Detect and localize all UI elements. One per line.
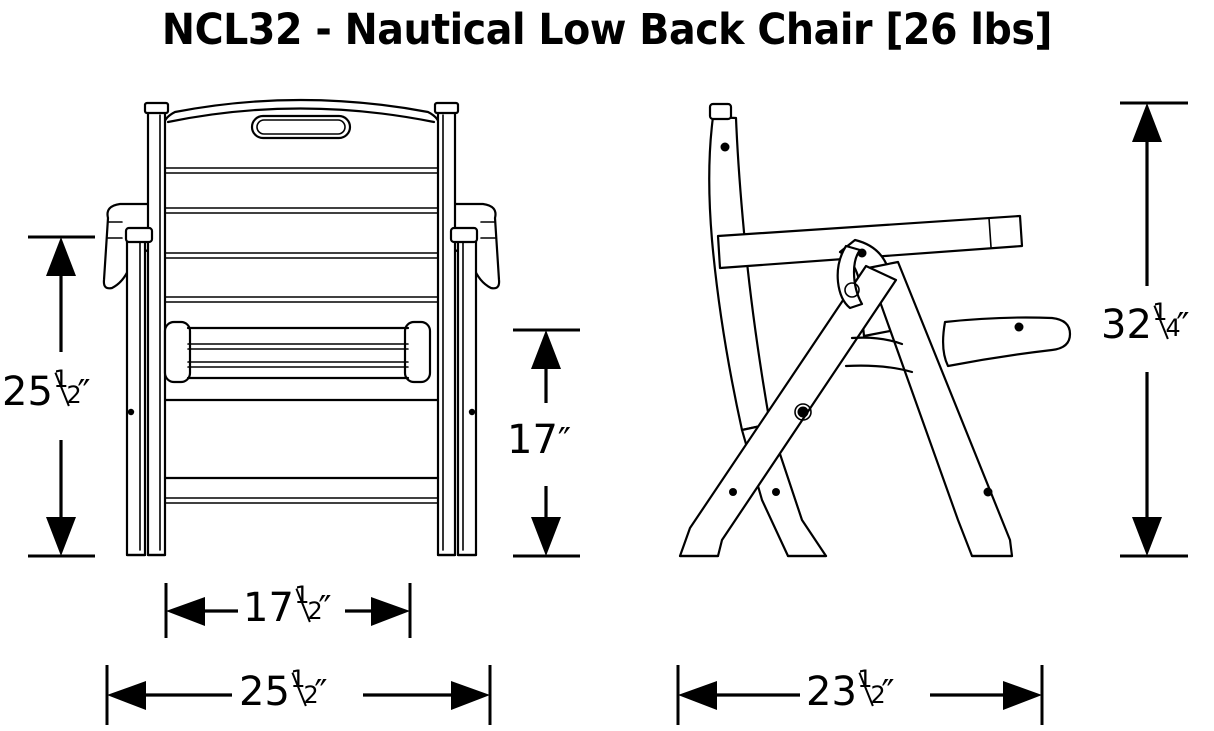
front-left-leg-pivot — [127, 408, 135, 416]
front-seat-right-cap — [403, 320, 432, 384]
side-front-leg-bolt — [983, 487, 993, 497]
front-right-leg — [456, 230, 478, 557]
side-arm-rail — [716, 214, 1024, 270]
side-back-leg-bolt — [772, 488, 780, 496]
side-back-post-bolt — [720, 142, 730, 152]
side-arm-support-bolt — [1014, 322, 1024, 332]
front-right-back-post — [436, 105, 457, 557]
front-back-panel — [161, 98, 442, 402]
carry-handle-slot-inner — [256, 119, 346, 135]
side-rear-leg-bolt-low — [729, 488, 737, 496]
dimension-label-seat-height: 17″ — [507, 417, 571, 463]
front-view-chair — [102, 98, 501, 557]
dimension-overall-height — [1120, 101, 1188, 558]
front-lower-stretcher — [163, 476, 440, 504]
dimension-seat-height — [513, 328, 580, 558]
side-arm-support — [941, 316, 1072, 368]
side-view-chair — [678, 102, 1072, 558]
dimension-front-height — [28, 235, 95, 558]
dimension-overall-depth — [676, 665, 1044, 725]
back-panel-arc-top — [166, 107, 436, 124]
front-seat-left-cap — [163, 320, 192, 384]
front-seat-rails — [186, 326, 410, 380]
carry-handle-slot — [250, 114, 352, 140]
front-left-back-post — [146, 105, 167, 557]
back-slat-lines — [165, 167, 438, 303]
side-back-post-cap — [708, 102, 733, 121]
front-right-leg-pivot — [468, 408, 476, 416]
front-right-leg-bracket — [449, 226, 479, 244]
page-title: NCL32 - Nautical Low Back Chair [26 lbs] — [161, 5, 1053, 55]
side-seat-slats — [844, 336, 914, 374]
side-rear-leg-bolt — [797, 406, 809, 418]
front-right-back-post-cap — [433, 101, 460, 115]
front-left-back-post-cap — [143, 101, 170, 115]
dimension-overall-width — [105, 665, 492, 725]
front-left-leg-bracket — [124, 226, 154, 244]
side-front-leg — [866, 260, 1014, 558]
dimension-seat-width — [164, 583, 412, 638]
side-back-post — [708, 115, 772, 432]
side-hinge-detail — [836, 244, 864, 310]
front-left-leg — [125, 230, 147, 557]
